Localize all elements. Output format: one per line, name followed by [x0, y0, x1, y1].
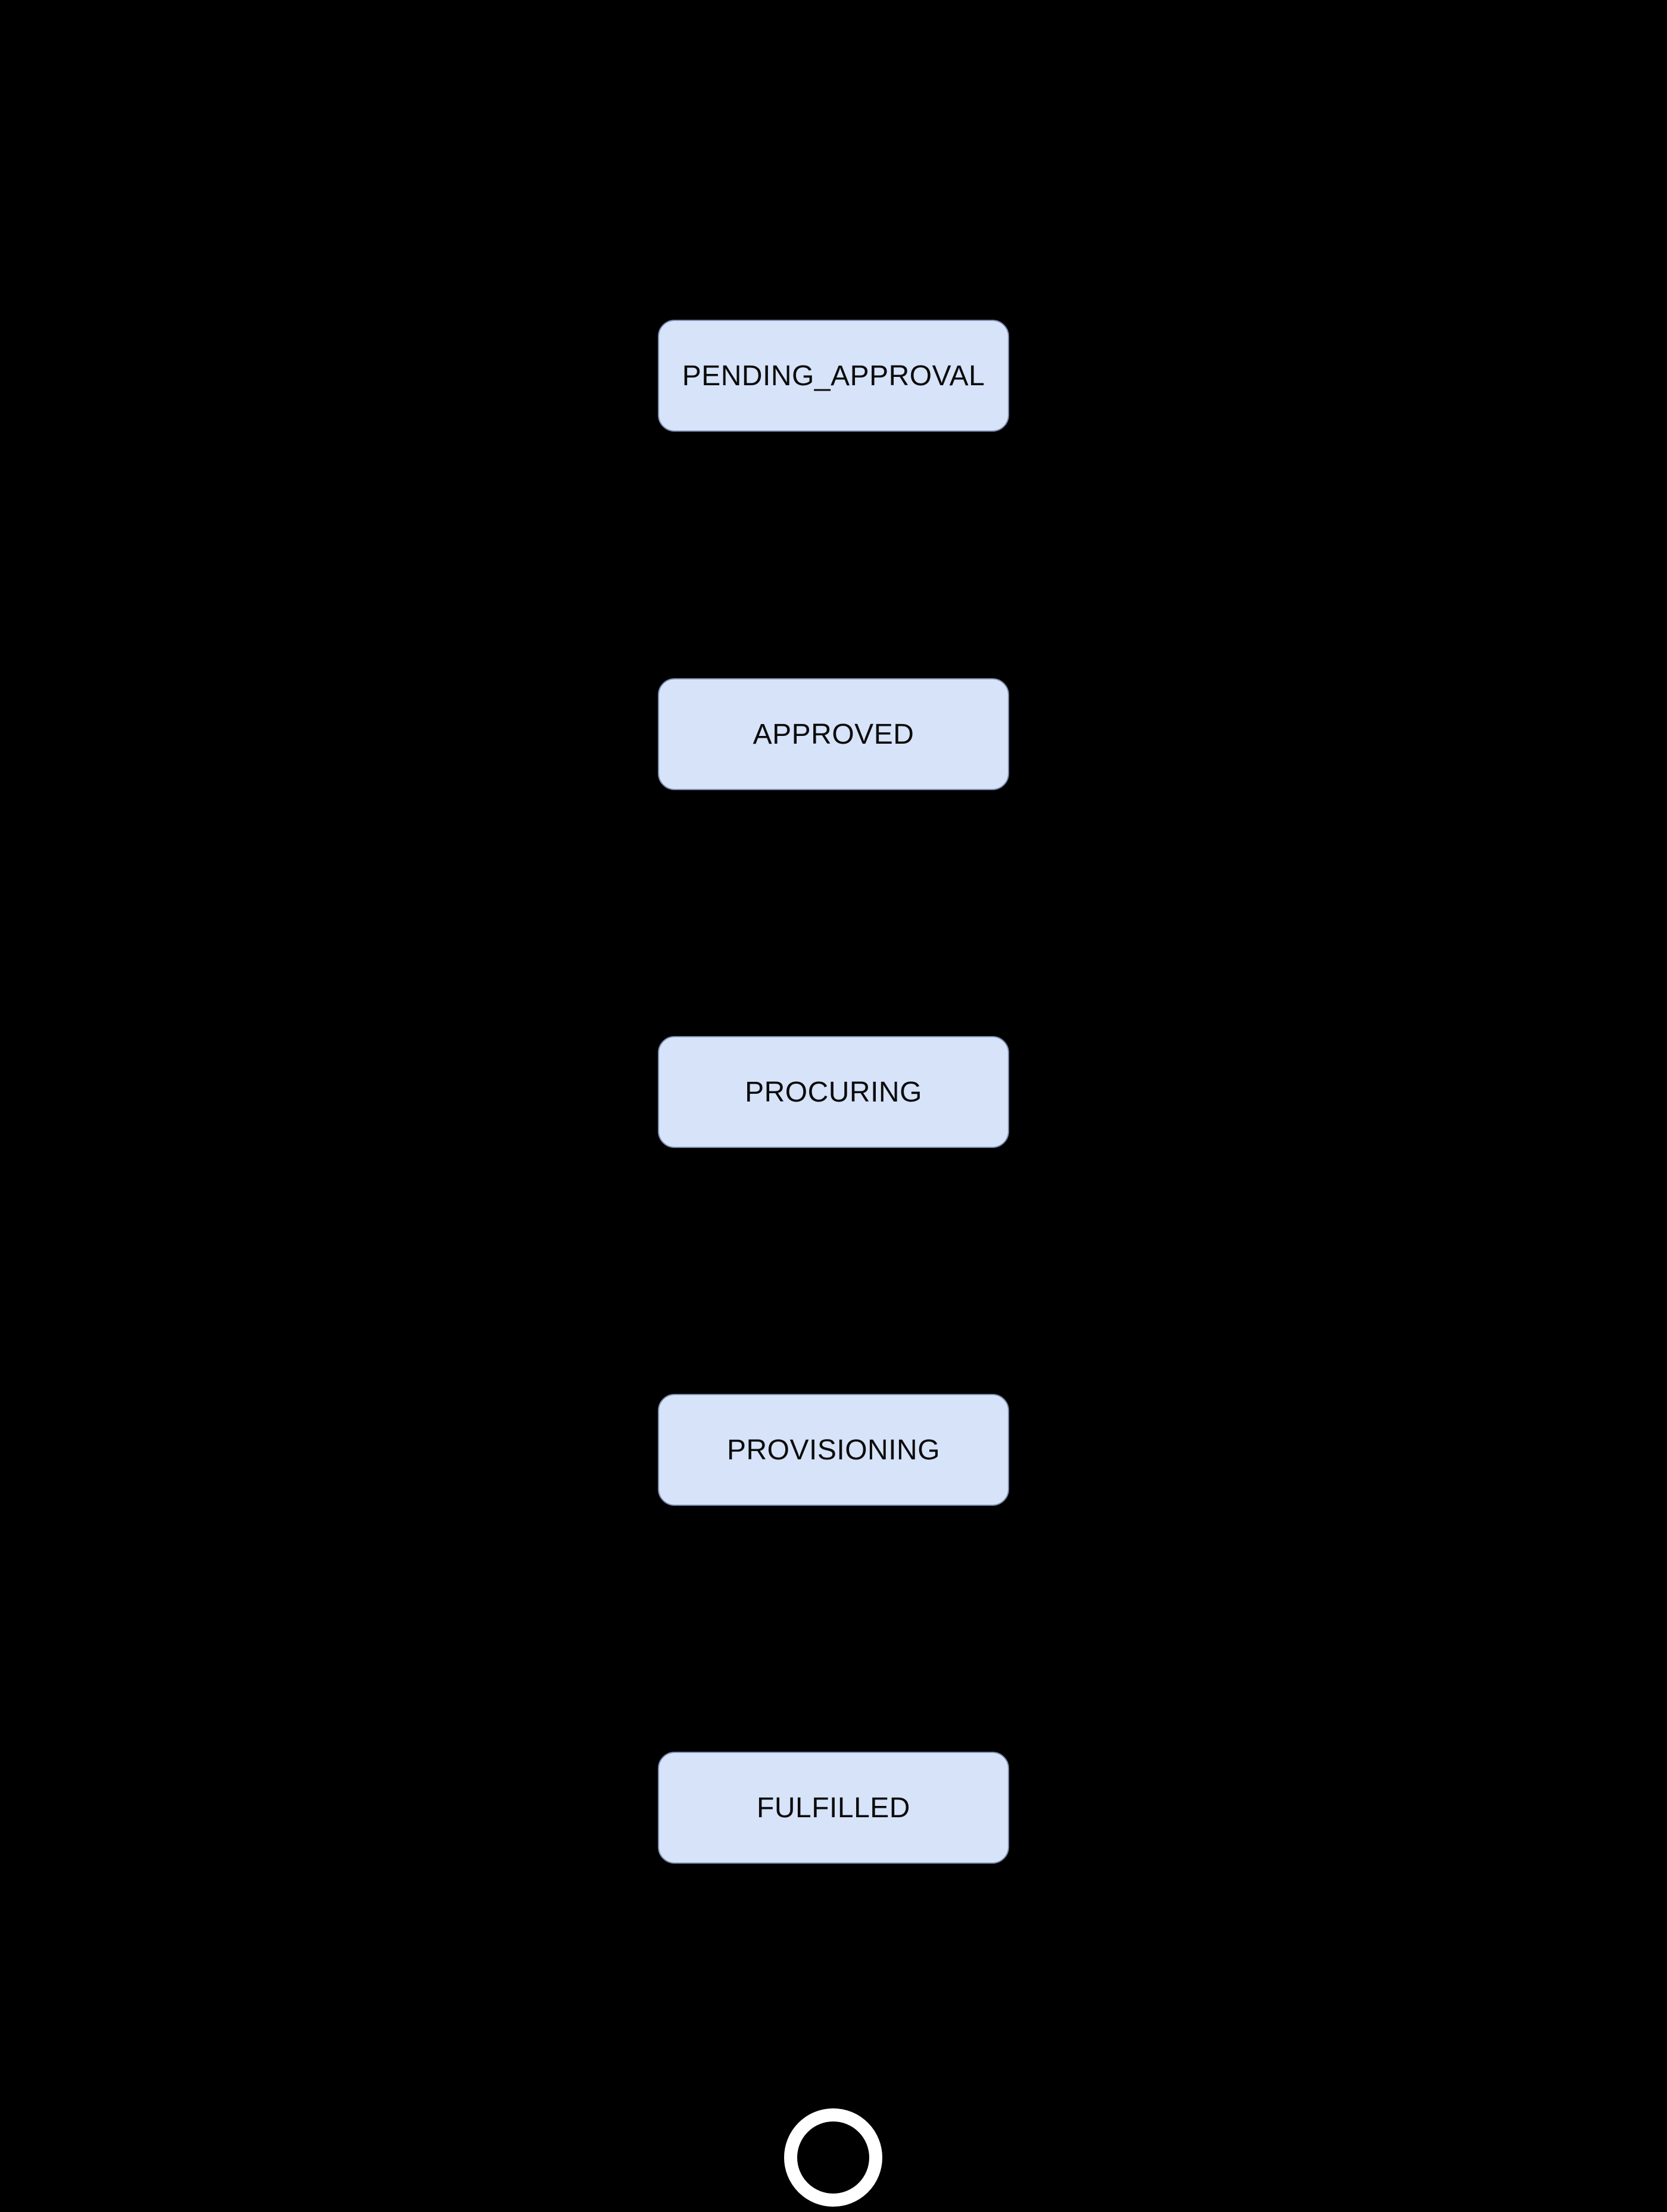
state-node-approved: APPROVED — [658, 678, 1009, 790]
state-node-fulfilled: FULFILLED — [658, 1752, 1009, 1864]
state-node-label: PENDING_APPROVAL — [682, 360, 985, 392]
state-node-label: PROVISIONING — [726, 1434, 941, 1466]
state-node-label: FULFILLED — [757, 1792, 910, 1824]
final-state-circle-icon — [784, 2108, 882, 2207]
state-node-label: PROCURING — [745, 1076, 922, 1108]
state-node-label: APPROVED — [753, 718, 914, 750]
state-node-procuring: PROCURING — [658, 1036, 1009, 1148]
state-node-pending-approval: PENDING_APPROVAL — [658, 320, 1009, 432]
state-node-provisioning: PROVISIONING — [658, 1394, 1009, 1506]
